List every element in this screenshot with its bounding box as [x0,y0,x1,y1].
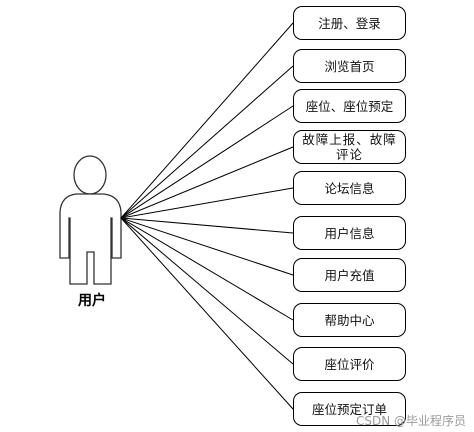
watermark: CSDN @毕业程序员 [355,414,466,428]
association-line [120,187,294,219]
association-line [120,217,294,321]
actor-figure [59,155,122,285]
association-line [120,22,294,219]
use-case-seat-review: 座位评价 [293,347,406,381]
use-case-user-info: 用户信息 [293,216,406,250]
association-lines [120,22,294,410]
use-case-user-recharge: 用户充值 [293,258,406,292]
association-line [120,217,294,410]
use-case-seat-order: 座位预定订单 [293,392,406,426]
use-case-forum-info: 论坛信息 [293,171,406,205]
association-line [120,217,294,365]
use-case-seat-booking: 座位、座位预定 [293,89,406,123]
association-line [120,146,294,219]
use-case-fault-report: 故障上报、故障评论 [293,130,406,164]
association-line [120,65,294,219]
use-case-browse-home: 浏览首页 [293,49,406,83]
actor-body [59,193,122,285]
association-line [120,217,294,234]
use-case-register-login: 注册、登录 [293,6,406,40]
association-line [120,217,294,276]
use-case-help-center: 帮助中心 [293,303,406,337]
actor-head [73,155,107,195]
association-line [120,105,294,219]
actor-label: 用户 [78,293,106,309]
